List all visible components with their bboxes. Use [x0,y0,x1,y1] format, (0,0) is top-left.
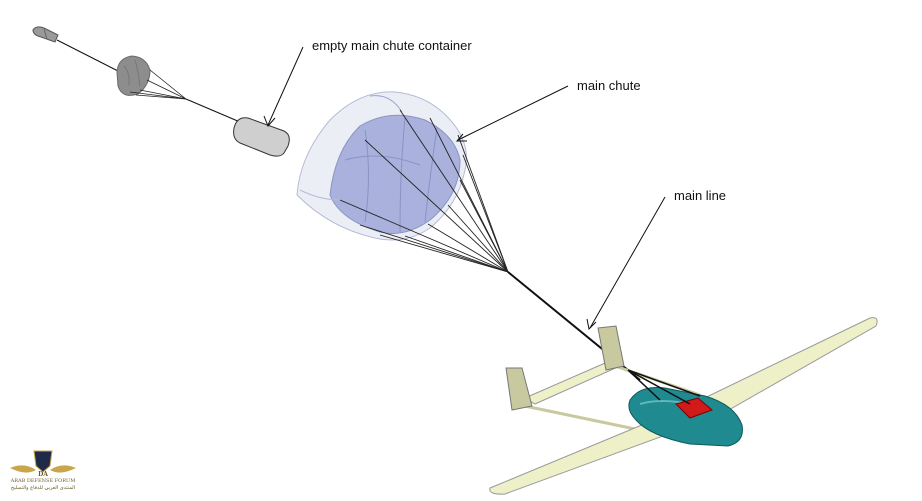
pilot-chute [116,55,187,100]
suspension-lines [339,109,509,273]
watermark-name: ARAB DEFENSE FORUM [10,478,76,484]
pilot-chute-bridle [56,39,121,73]
label-empty-main-chute-container: empty main chute container [312,38,472,53]
pilot-chute-line [185,98,241,123]
main-canopy [296,91,467,241]
watermark-arabic: المنتدى العربي للدفاع والتسليح [10,485,76,491]
drogue-slug [32,26,59,43]
label-main-chute: main chute [577,78,641,93]
watermark-abbr: DA [38,471,48,478]
watermark-logo: DA ARAB DEFENSE FORUM المنتدى العربي للد… [4,447,82,499]
uav-aircraft [489,317,878,495]
leader-arrows [263,46,666,331]
label-main-line: main line [674,188,727,203]
empty-container [233,117,290,157]
watermark-emblem [10,450,76,473]
